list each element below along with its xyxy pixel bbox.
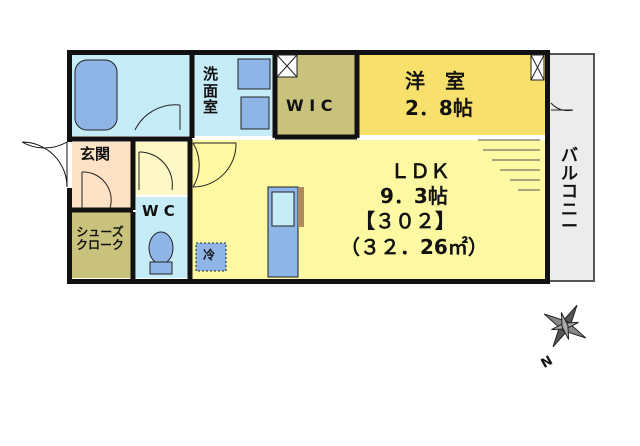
ldk-size: 9．3帖 — [380, 184, 448, 208]
hallway — [134, 142, 190, 195]
balcony-label: バ ル コ ニ ー — [561, 146, 578, 238]
western-room-size: 2．8帖 — [405, 96, 473, 120]
wc-label: W C — [142, 202, 175, 220]
shoe-cloak — [72, 212, 132, 278]
compass-icon — [543, 304, 587, 348]
wic-label: W I C — [286, 96, 333, 115]
shoe-cloak-label: シューズ クローク — [76, 225, 125, 253]
western-room — [359, 55, 545, 135]
unit-number: 【３０２】 — [355, 209, 455, 233]
ldk-name: ＬＤＫ — [390, 159, 450, 183]
ldk-room — [190, 140, 545, 280]
western-room-name: 洋 室 — [405, 69, 465, 93]
balcony — [548, 53, 595, 282]
unit-area: （３２．26㎡） — [340, 235, 488, 259]
washroom-label: 洗 面 室 — [203, 65, 219, 116]
fridge-label: 冷 — [203, 248, 216, 262]
entrance-label: 玄関 — [80, 145, 111, 163]
